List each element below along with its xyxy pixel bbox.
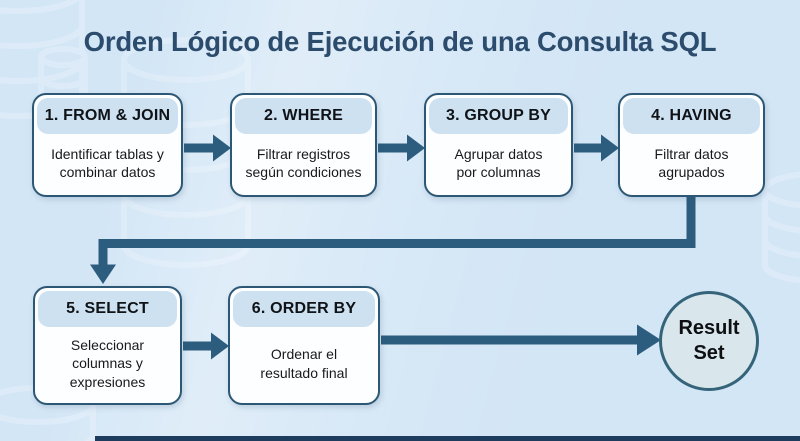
step-body-from-join: Identificar tablas y combinar datos bbox=[51, 145, 164, 180]
arrow-select-to-order-by bbox=[183, 332, 229, 360]
step-header-where: 2. WHERE bbox=[235, 98, 372, 134]
step-header-order-by: 6. ORDER BY bbox=[233, 291, 375, 327]
step-box-group-by: 3. GROUP BY Agrupar datos por columnas bbox=[424, 93, 573, 197]
arrow-from-join-to-where bbox=[184, 134, 231, 162]
step-header-group-by: 3. GROUP BY bbox=[429, 98, 568, 134]
elbow-connector-having-to-select bbox=[90, 197, 696, 284]
step-header-select: 5. SELECT bbox=[38, 291, 177, 327]
step-box-where: 2. WHERE Filtrar registros según condici… bbox=[230, 93, 377, 197]
step-body-where: Filtrar registros según condiciones bbox=[245, 145, 362, 180]
bottom-edge-bar bbox=[95, 436, 800, 441]
step-box-having: 4. HAVING Filtrar datos agrupados bbox=[618, 93, 765, 197]
step-box-from-join: 1. FROM & JOIN Identificar tablas y comb… bbox=[32, 93, 183, 197]
result-set-circle: Result Set bbox=[659, 291, 759, 391]
step-body-order-by: Ordenar el resultado final bbox=[260, 346, 348, 381]
step-box-select: 5. SELECT Seleccionar columnas y expresi… bbox=[33, 286, 182, 405]
step-box-order-by: 6. ORDER BY Ordenar el resultado final bbox=[228, 286, 380, 405]
step-body-group-by: Agrupar datos por columnas bbox=[454, 145, 543, 180]
arrow-order-by-to-result-set bbox=[381, 324, 661, 356]
database-icon bbox=[762, 171, 800, 284]
step-header-having: 4. HAVING bbox=[623, 98, 760, 134]
arrow-group-by-to-having bbox=[574, 134, 619, 162]
diagram-title: Orden Lógico de Ejecución de una Consult… bbox=[83, 26, 717, 57]
result-set-label: Result Set bbox=[678, 317, 740, 364]
arrow-where-to-group-by bbox=[378, 134, 425, 162]
step-body-having: Filtrar datos agrupados bbox=[654, 145, 729, 180]
step-header-from-join: 1. FROM & JOIN bbox=[37, 98, 178, 134]
step-body-select: Seleccionar columnas y expresiones bbox=[69, 336, 146, 390]
